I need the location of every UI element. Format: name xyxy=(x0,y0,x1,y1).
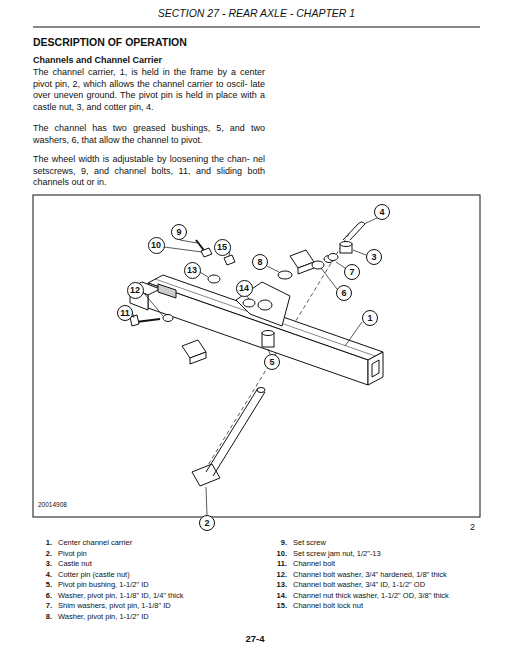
item-number: 14. xyxy=(268,591,290,601)
washer xyxy=(208,275,220,283)
figure-number: 2 xyxy=(470,522,482,534)
callout-number: 8 xyxy=(252,254,268,270)
washer xyxy=(278,271,292,279)
item-number: 6. xyxy=(33,591,55,601)
callout-number: 1 xyxy=(362,310,378,326)
item-number: 2. xyxy=(33,549,55,559)
item-number: 4. xyxy=(33,570,55,580)
figure-frame xyxy=(33,195,480,517)
washer xyxy=(163,315,173,322)
part-name: Channel bolt lock nut xyxy=(293,601,483,611)
part-name: Washer, pivot pin, 1-1/8" ID, 1/4" thick xyxy=(58,591,258,601)
part-name: Pivot pin xyxy=(58,549,258,559)
callout-text: 3 xyxy=(371,253,376,262)
callout-text: 7 xyxy=(349,268,354,277)
callout-number: 2 xyxy=(199,515,215,531)
item-number: 3. xyxy=(33,559,55,569)
callout-text: 6 xyxy=(341,289,346,298)
part-name: Channel nut thick washer, 1-1/2" OD, 3/8… xyxy=(293,591,483,601)
lock-nut xyxy=(224,255,235,265)
pivot-pin xyxy=(192,388,265,487)
section-heading: DESCRIPTION OF OPERATION xyxy=(33,36,333,50)
channel-carrier xyxy=(148,275,383,385)
washer xyxy=(312,261,324,269)
pivot-bracket xyxy=(236,282,290,326)
callout-text: 5 xyxy=(269,358,274,367)
pad xyxy=(298,262,314,274)
part-name: Shim washers, pivot pin, 1-1/8" ID xyxy=(58,601,258,611)
item-number: 9. xyxy=(268,538,290,548)
item-number: 5. xyxy=(33,580,55,590)
item-number: 11. xyxy=(268,559,290,569)
callout-number: 10 xyxy=(148,237,165,254)
part-name: Washer, pivot pin, 1-1/2" ID xyxy=(58,612,258,622)
item-number: 1. xyxy=(33,538,55,548)
callout-text: 9 xyxy=(176,228,181,237)
figure-id: 20014908 xyxy=(38,501,118,509)
shim-washer xyxy=(328,254,338,261)
paragraph: The channel has two greased bushings, 5,… xyxy=(33,123,265,146)
callout-text: 14 xyxy=(239,284,249,293)
part-name: Cotter pin (castle nut) xyxy=(58,570,258,580)
callout-number: 4 xyxy=(374,204,390,220)
part-name: Channel bolt washer, 3/4" hardened, 1/8"… xyxy=(293,570,483,580)
thick-washer xyxy=(243,299,255,307)
part-name: Center channel carrier xyxy=(58,538,258,548)
callout-text: 4 xyxy=(379,208,384,217)
callout-text: 1 xyxy=(367,314,372,323)
part-name: Pivot pin bushing, 1-1/2" ID xyxy=(58,580,258,590)
header-rule xyxy=(33,27,480,28)
part-name: Castle nut xyxy=(58,559,258,569)
cotter-pin xyxy=(343,222,365,240)
page-number: 27-4 xyxy=(230,633,280,645)
item-number: 10. xyxy=(268,549,290,559)
leader-lines xyxy=(133,218,377,515)
callout-text: 10 xyxy=(151,241,161,250)
callout-number: 15 xyxy=(214,239,231,256)
callout-number: 14 xyxy=(236,280,253,297)
callout-text: 11 xyxy=(120,309,130,318)
callout-number: 12 xyxy=(127,282,144,299)
callout-number: 9 xyxy=(171,224,187,240)
callout-number: 7 xyxy=(344,264,360,280)
subheading: Channels and Channel Carrier xyxy=(33,55,265,67)
item-number: 8. xyxy=(33,612,55,622)
part-name: Set screw jam nut, 1/2"-13 xyxy=(293,549,483,559)
item-number: 13. xyxy=(268,580,290,590)
paragraph: The wheel width is adjustable by looseni… xyxy=(33,154,265,189)
callout-text: 2 xyxy=(204,519,209,528)
item-number: 15. xyxy=(268,601,290,611)
callout-text: 8 xyxy=(257,258,262,267)
callout-number: 11 xyxy=(117,305,133,321)
running-header: SECTION 27 - REAR AXLE - CHAPTER 1 xyxy=(33,8,480,20)
callout-text: 15 xyxy=(217,243,227,252)
item-number: 7. xyxy=(33,601,55,611)
callout-number: 6 xyxy=(336,285,352,301)
castle-nut xyxy=(340,242,352,254)
item-number: 12. xyxy=(268,570,290,580)
part-name: Set screw xyxy=(293,538,483,548)
callout-text: 13 xyxy=(187,266,197,275)
part-name: Channel bolt washer, 3/4" ID, 1-1/2" OD xyxy=(293,580,483,590)
callout-number: 5 xyxy=(264,354,280,370)
part-name: Channel bolt xyxy=(293,559,483,569)
channel-bolt xyxy=(130,315,160,326)
callout-text: 12 xyxy=(130,286,140,295)
callout-number: 13 xyxy=(184,262,201,279)
jam-nut xyxy=(201,248,212,257)
callout-number: 3 xyxy=(366,249,382,265)
paragraph: The channel carrier, 1, is held in the f… xyxy=(33,67,265,114)
pivot-pin-bushing xyxy=(262,331,274,348)
pad xyxy=(190,352,206,364)
